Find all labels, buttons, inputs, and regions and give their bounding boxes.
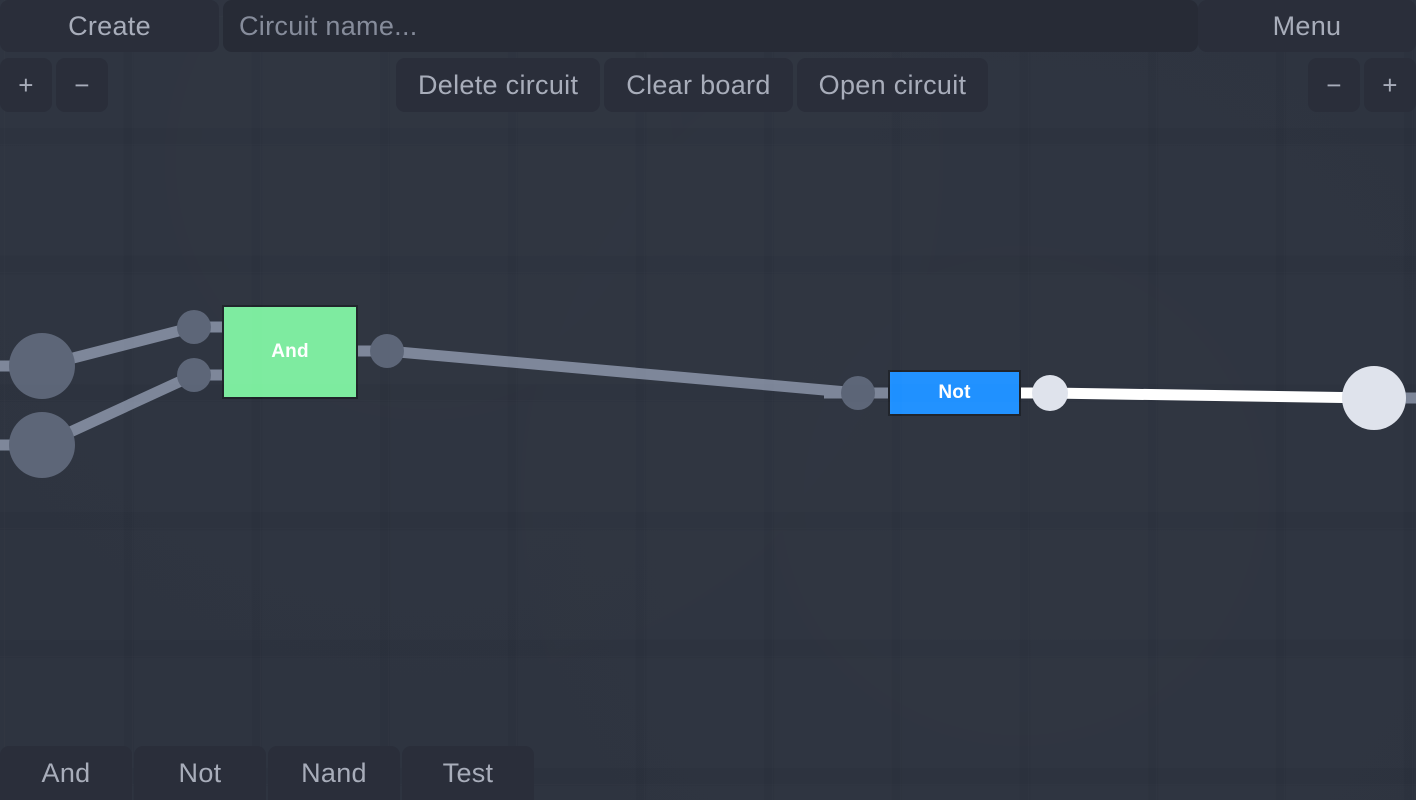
palette-item-nand[interactable]: Nand [268, 746, 400, 800]
and-gate-label: And [271, 341, 309, 362]
board-actions-toolbar: Delete circuit Clear board Open circuit [396, 58, 989, 112]
not-input-pin[interactable] [841, 376, 875, 410]
and-output-pin[interactable] [370, 334, 404, 368]
zoom-out-left-button[interactable]: − [56, 58, 108, 112]
and-input-pin-1[interactable] [177, 310, 211, 344]
top-toolbar-primary-right: Menu [1198, 0, 1416, 52]
top-toolbar-primary: Create [0, 0, 1202, 52]
not-gate[interactable]: Not [888, 370, 1021, 416]
not-gate-label: Not [938, 382, 971, 403]
input-node-a[interactable] [9, 333, 75, 399]
palette-item-and[interactable]: And [0, 746, 132, 800]
zoom-in-left-button[interactable]: + [0, 58, 52, 112]
zoom-in-right-button[interactable]: + [1364, 58, 1416, 112]
circuit-name-input[interactable] [223, 0, 1198, 52]
zoom-controls-left: + − [0, 58, 108, 112]
open-circuit-button[interactable]: Open circuit [796, 58, 989, 112]
menu-button[interactable]: Menu [1198, 0, 1416, 52]
and-input-pin-2[interactable] [177, 358, 211, 392]
clear-board-button[interactable]: Clear board [604, 58, 793, 112]
delete-circuit-button[interactable]: Delete circuit [396, 58, 601, 112]
output-node[interactable] [1342, 366, 1406, 430]
wire-and-to-not[interactable] [386, 345, 859, 399]
input-node-b[interactable] [9, 412, 75, 478]
not-output-pin[interactable] [1032, 375, 1068, 411]
create-button[interactable]: Create [0, 0, 219, 52]
palette-item-test[interactable]: Test [402, 746, 534, 800]
zoom-controls-right: − + [1308, 58, 1416, 112]
zoom-out-right-button[interactable]: − [1308, 58, 1360, 112]
wire-not-to-output[interactable] [1049, 387, 1375, 404]
palette-item-not[interactable]: Not [134, 746, 266, 800]
and-gate[interactable]: And [222, 305, 358, 399]
